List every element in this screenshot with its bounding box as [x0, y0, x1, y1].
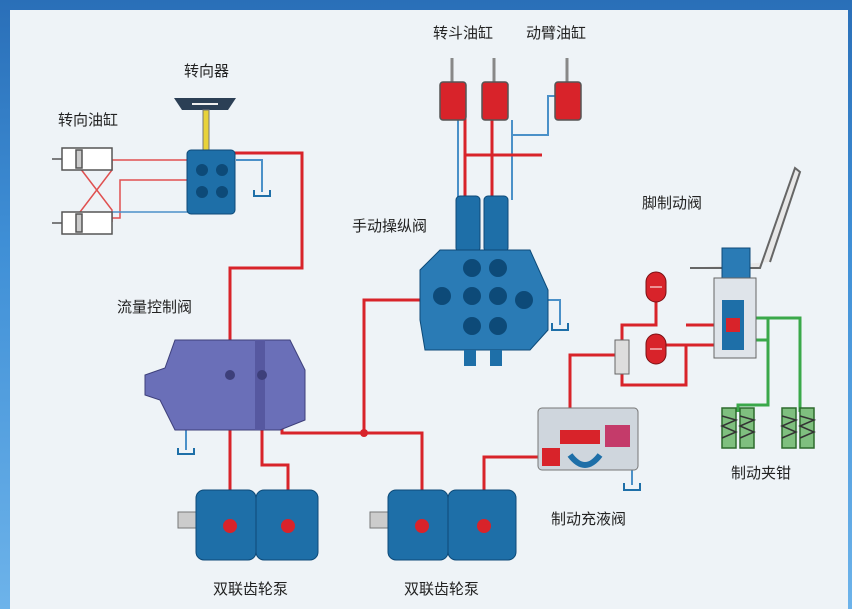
dual-pump-left-component [177, 489, 319, 561]
bucket-cylinder [439, 58, 467, 121]
accumulator-bottom [645, 333, 667, 365]
brake-charging-valve-component [537, 407, 639, 471]
brake-caliper-left [720, 407, 757, 449]
label-brake-caliper: 制动夹钳 [731, 464, 792, 482]
label-manual-valve: 手动操纵阀 [352, 217, 428, 235]
label-steering-gear: 转向器 [184, 62, 230, 80]
label-dual-pump-right: 双联齿轮泵 [404, 580, 480, 598]
steering-cylinder-bottom [52, 211, 113, 235]
flow-control-valve-component [144, 339, 306, 431]
accumulator-top [645, 271, 667, 303]
label-brake-pedal-valve: 脚制动阀 [642, 194, 703, 212]
label-brake-charging-valve: 制动充液阀 [551, 510, 627, 528]
dual-pump-right-component [369, 489, 517, 561]
brake-pedal-valve-component [690, 166, 802, 359]
manual-valve-component [419, 195, 549, 366]
steering-gear-component [174, 98, 236, 215]
tank-symbols [177, 190, 641, 491]
junction-dot [360, 429, 368, 437]
label-steering-cylinder: 转向油缸 [58, 111, 119, 129]
label-flow-control-valve: 流量控制阀 [117, 298, 193, 316]
shuttle-valve [614, 339, 630, 375]
boom-cylinder [554, 58, 582, 121]
bucket-cylinder-2 [481, 58, 509, 121]
label-dual-pump-left: 双联齿轮泵 [213, 580, 289, 598]
brake-caliper-right [780, 407, 817, 449]
steering-cylinder-top [52, 147, 113, 171]
label-boom-cylinder: 动臂油缸 [526, 24, 587, 42]
label-bucket-cylinder: 转斗油缸 [433, 24, 494, 42]
